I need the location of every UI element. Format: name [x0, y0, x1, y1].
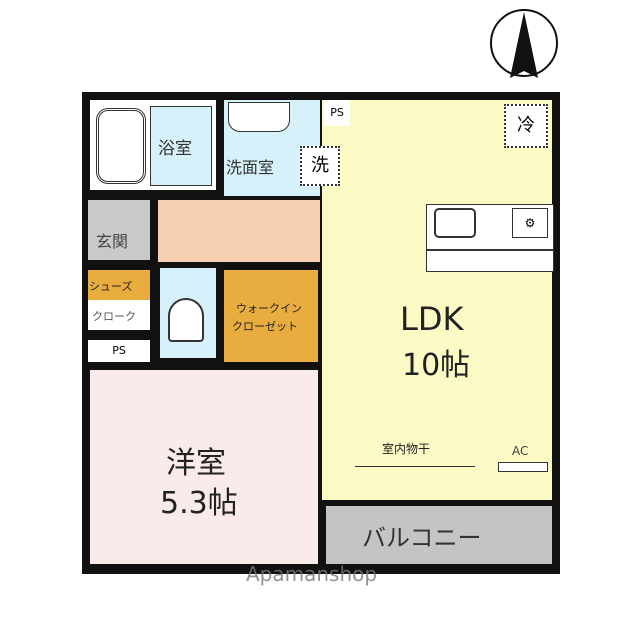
walk-in-closet: [224, 270, 318, 362]
cloak: [88, 300, 150, 330]
balcony-label: バルコニー: [362, 524, 482, 552]
ac-label: AC: [512, 444, 529, 458]
kitchen-counter: [426, 204, 554, 250]
balcony: [326, 506, 552, 564]
ldk: [322, 100, 552, 500]
ps-left: PS: [88, 340, 150, 362]
kitchen-sink-icon: [434, 208, 476, 238]
cloak-label: クローク: [92, 310, 136, 323]
north-compass-icon: [490, 9, 558, 78]
wic-label-1: ウォークイン: [236, 302, 302, 315]
shoe-closet: [88, 270, 150, 300]
bath-area: [150, 106, 212, 186]
ldk-size: 10帖: [402, 348, 471, 383]
entrance: [88, 200, 150, 260]
washer-space: 洗: [300, 146, 340, 186]
western-room: [90, 370, 318, 564]
wic-label-2: クローゼット: [232, 320, 298, 333]
sink-icon: [228, 102, 290, 132]
watermark: Apamanshop: [246, 562, 378, 586]
bath-label: 浴室: [158, 139, 192, 159]
western-label: 洋室: [166, 446, 226, 481]
hallway: [158, 200, 320, 262]
kitchen-storage: [426, 250, 554, 272]
ldk-label: LDK: [400, 300, 464, 338]
western-size: 5.3帖: [160, 486, 238, 521]
drying-rod: [355, 466, 475, 467]
entrance-label: 玄関: [96, 232, 129, 251]
washroom-label: 洗面室: [226, 158, 275, 177]
shoes-label: シューズ: [89, 280, 133, 293]
fridge-space: 冷: [504, 104, 548, 148]
bathtub-icon: [96, 108, 146, 184]
drying-label: 室内物干: [382, 442, 431, 456]
ac-unit: [498, 462, 548, 472]
toilet-icon: [168, 298, 204, 342]
ps-top: PS: [324, 100, 350, 126]
stove-icon: ⚙: [512, 208, 548, 238]
